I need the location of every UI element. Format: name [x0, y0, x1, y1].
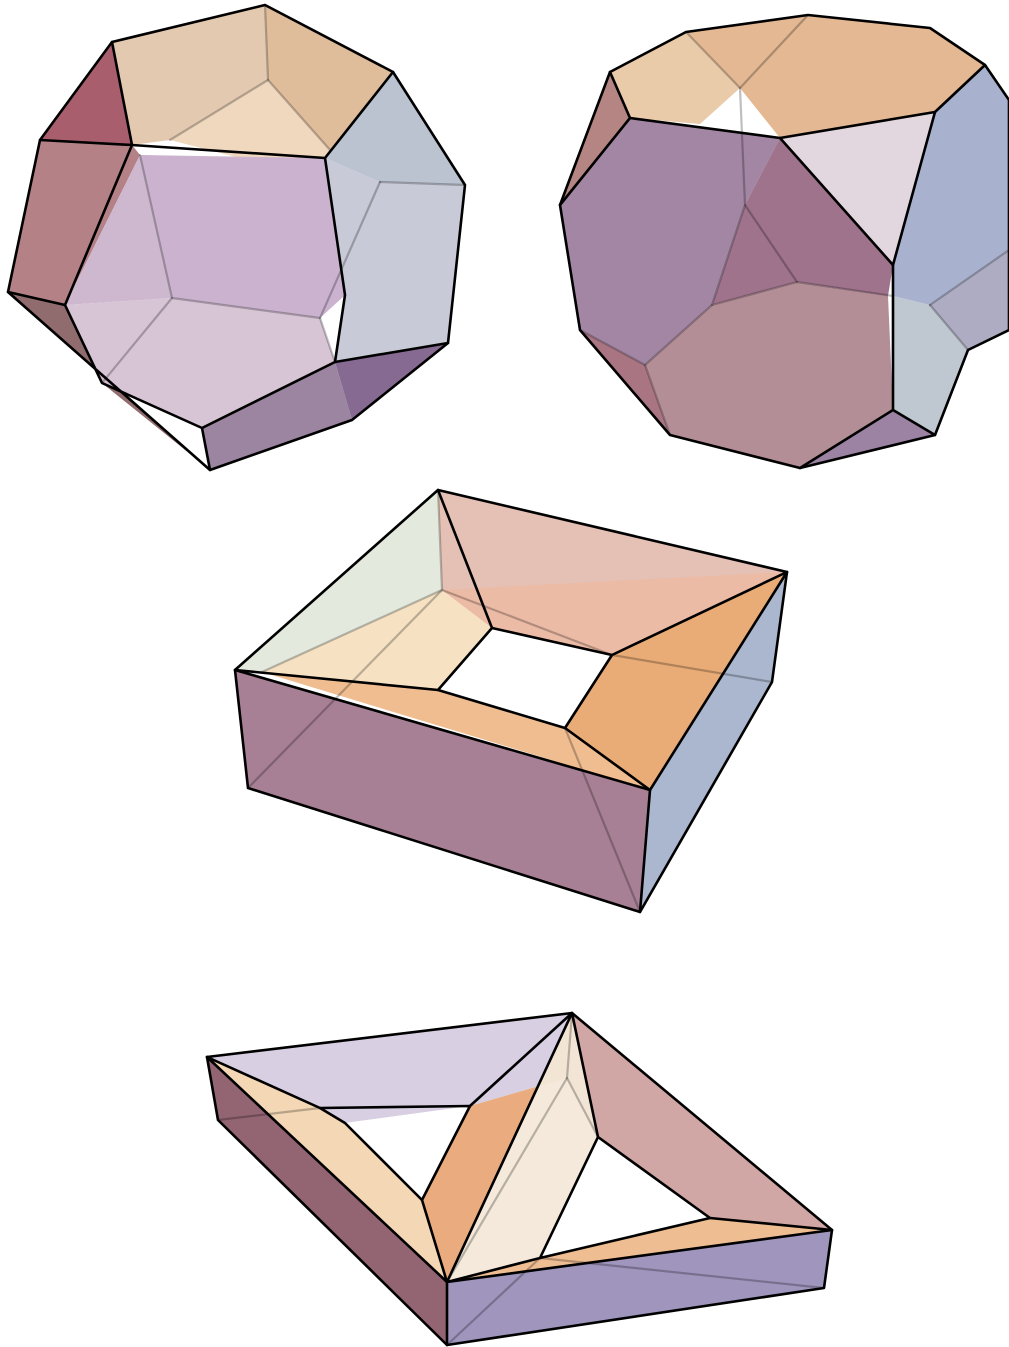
triangular-frame: [207, 1013, 832, 1345]
truncated-polyhedron: [560, 15, 1009, 468]
square-frame: [235, 490, 787, 912]
dodecahedron: [8, 5, 465, 470]
